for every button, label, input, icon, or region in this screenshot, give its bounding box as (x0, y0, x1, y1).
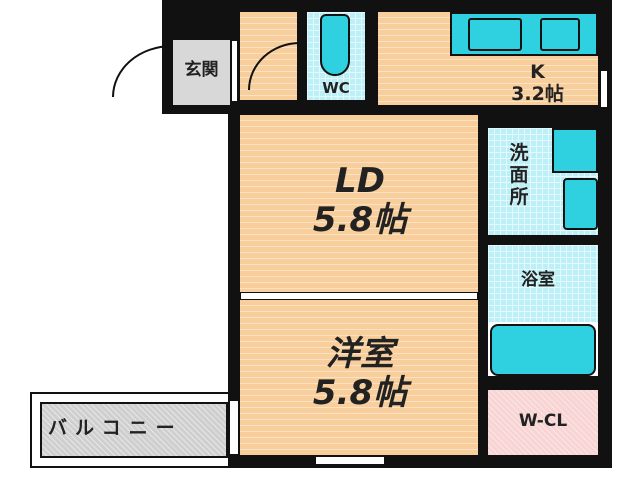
balcony-label: バルコニー (48, 417, 183, 439)
kitchen-label: K 3.2帖 (480, 61, 595, 106)
wall-kitchen-bottom (478, 105, 608, 128)
entrance-door[interactable] (112, 45, 172, 97)
wall-bottom (228, 455, 612, 468)
ld-size: 5.8帖 (312, 200, 408, 241)
wall-top (162, 0, 612, 12)
ld-room (240, 115, 478, 293)
kitchen-window (600, 70, 608, 108)
bath-label: 浴室 (521, 270, 555, 290)
sliding-door[interactable] (240, 292, 478, 300)
wall-right-column (478, 105, 488, 460)
entrance-room (173, 40, 230, 105)
entrance-step (231, 40, 238, 102)
washing-machine-icon (552, 128, 598, 173)
wall-closet (488, 376, 608, 390)
balcony (40, 402, 228, 458)
window-bottom (315, 456, 385, 465)
ld-name: LD (335, 161, 385, 201)
western-room (240, 300, 478, 455)
wall-wc-right (365, 0, 378, 110)
western-room-size: 5.8帖 (312, 373, 408, 414)
closet-label: W-CL (518, 411, 568, 431)
washroom-label: 洗面所 (509, 142, 529, 208)
bathroom (488, 245, 598, 322)
bathtub-icon (490, 324, 596, 376)
wall-wc (297, 0, 307, 110)
closet (488, 390, 598, 455)
balcony-door[interactable] (229, 400, 239, 455)
sink-icon (468, 18, 522, 51)
wc-label: WC (322, 79, 350, 97)
western-room-label: 洋室 5.8帖 (260, 334, 460, 414)
washbasin-icon (563, 178, 598, 230)
wall-left (228, 100, 240, 468)
toilet-icon (320, 14, 350, 76)
western-room-name: 洋室 (326, 334, 394, 374)
entrance-label: 玄関 (184, 60, 219, 80)
stove-icon (540, 18, 580, 51)
ld-label: LD 5.8帖 (260, 161, 460, 241)
wall-bath (488, 235, 608, 245)
kitchen-size: 3.2帖 (511, 82, 564, 105)
kitchen-name: K (530, 61, 545, 83)
